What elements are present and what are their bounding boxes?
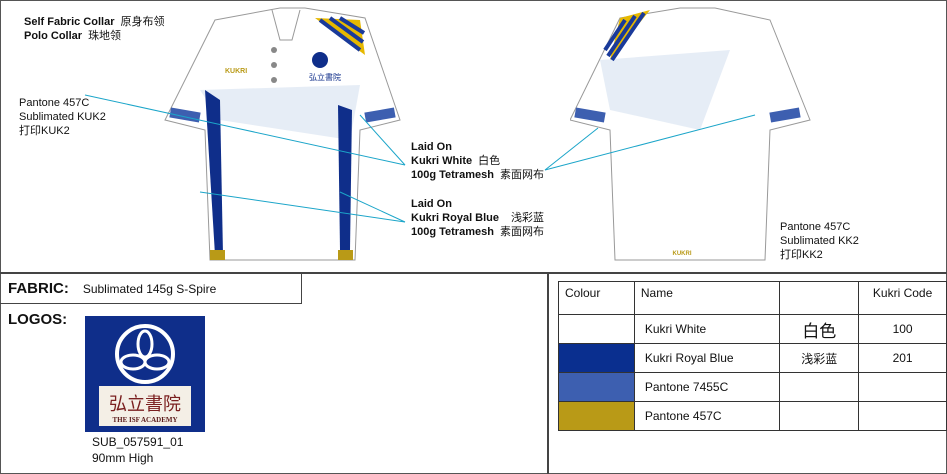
colour-cn: 浅彩蓝: [779, 343, 860, 373]
colour-code: 100: [858, 314, 947, 344]
colour-code: [858, 372, 947, 402]
crest-emblem-icon: 弘立書院 THE ISF ACADEMY: [99, 324, 191, 426]
fabric-value: Sublimated 145g S-Spire: [82, 281, 217, 296]
header-colour: Colour: [558, 281, 635, 315]
colour-code: [858, 401, 947, 431]
white-panel-line3: 100g Tetramesh: [411, 169, 494, 181]
collar-line2: Polo Collar: [24, 30, 83, 42]
colour-name: Kukri Royal Blue: [633, 343, 781, 373]
colour-cn: 白色: [779, 314, 860, 344]
section-divider: [0, 272, 947, 274]
colour-swatch: [558, 314, 635, 344]
blue-panel-line2: Kukri Royal Blue: [411, 212, 500, 224]
blue-panel-line3: 100g Tetramesh: [411, 226, 494, 238]
back-sleeve-line2: Sublimated KK2: [780, 235, 859, 247]
back-brand-logo: KUKRI: [673, 251, 692, 257]
colour-cn: [779, 372, 860, 402]
colour-swatch: [558, 401, 635, 431]
collar-annotation: Self Fabric Collar 原身布领 Polo Collar 珠地领: [24, 15, 164, 43]
colour-name: Pantone 457C: [633, 401, 781, 431]
white-panel-line3-cn: 素面网布: [499, 169, 544, 181]
leader-lines: [84, 94, 756, 223]
front-sleeve-line3: 打印KUK2: [19, 125, 70, 137]
header-kukri-code: Kukri Code: [858, 281, 947, 315]
colour-swatch: [558, 343, 635, 373]
back-sleeve-line1: Pantone 457C: [780, 221, 851, 233]
header-name: Name: [633, 281, 781, 315]
collar-line2-cn: 珠地领: [88, 30, 122, 42]
colour-swatch: [558, 372, 635, 402]
isf-academy-logo: 弘立書院 THE ISF ACADEMY: [85, 316, 205, 432]
front-sleeve-line1: Pantone 457C: [19, 97, 90, 109]
back-sleeve-line3: 打印KK2: [780, 249, 823, 261]
logo-cn-text: 弘立書院: [109, 394, 181, 414]
collar-line1: Self Fabric Collar: [24, 16, 115, 28]
white-panel-line2-cn: 白色: [478, 155, 501, 167]
logos-label: LOGOS:: [8, 311, 68, 328]
fabric-box: FABRIC: Sublimated 145g S-Spire: [0, 273, 302, 304]
colour-table: Colour Name Kukri Code Kukri White 白色 10…: [558, 281, 947, 431]
back-sleeve-annotation: Pantone 457C Sublimated KK2 打印KK2: [780, 220, 859, 262]
front-sleeve-annotation: Pantone 457C Sublimated KUK2 打印KUK2: [19, 96, 106, 138]
logo-en-text: THE ISF ACADEMY: [112, 416, 177, 424]
blue-panel-line3-cn: 素面网布: [499, 226, 544, 238]
blue-panel-line1: Laid On: [411, 198, 452, 210]
logo-size: 90mm High: [92, 451, 154, 465]
table-row: Pantone 457C: [558, 401, 947, 431]
white-panel-line2: Kukri White: [411, 155, 473, 167]
front-sleeve-line2: Sublimated KUK2: [19, 111, 106, 123]
front-brand-logo: KUKRI: [225, 68, 247, 75]
table-header-row: Colour Name Kukri Code: [558, 281, 947, 315]
colour-cn: [779, 401, 860, 431]
header-blank: [779, 281, 860, 315]
fabric-label: FABRIC:: [8, 280, 69, 297]
white-panel-line1: Laid On: [411, 141, 452, 153]
colour-name: Pantone 7455C: [633, 372, 781, 402]
table-row: Kukri Royal Blue 浅彩蓝 201: [558, 343, 947, 373]
colour-name: Kukri White: [633, 314, 781, 344]
logo-caption: SUB_057591_01 90mm High: [92, 434, 183, 466]
front-crest-text: 弘立書院: [309, 72, 341, 82]
blue-panel-line2-cn: 浅彩蓝: [511, 212, 545, 224]
colour-code: 201: [858, 343, 947, 373]
blue-panel-annotation: Laid On Kukri Royal Blue 浅彩蓝 100g Tetrame…: [411, 197, 544, 239]
logo-code: SUB_057591_01: [92, 435, 184, 449]
table-row: Pantone 7455C: [558, 372, 947, 402]
table-row: Kukri White 白色 100: [558, 314, 947, 344]
back-shirt-illustration: KUKRI: [570, 7, 811, 261]
collar-line1-cn: 原身布领: [120, 16, 165, 28]
column-divider: [547, 272, 549, 474]
white-panel-annotation: Laid On Kukri White 白色 100g Tetramesh 素面网布: [411, 140, 544, 182]
